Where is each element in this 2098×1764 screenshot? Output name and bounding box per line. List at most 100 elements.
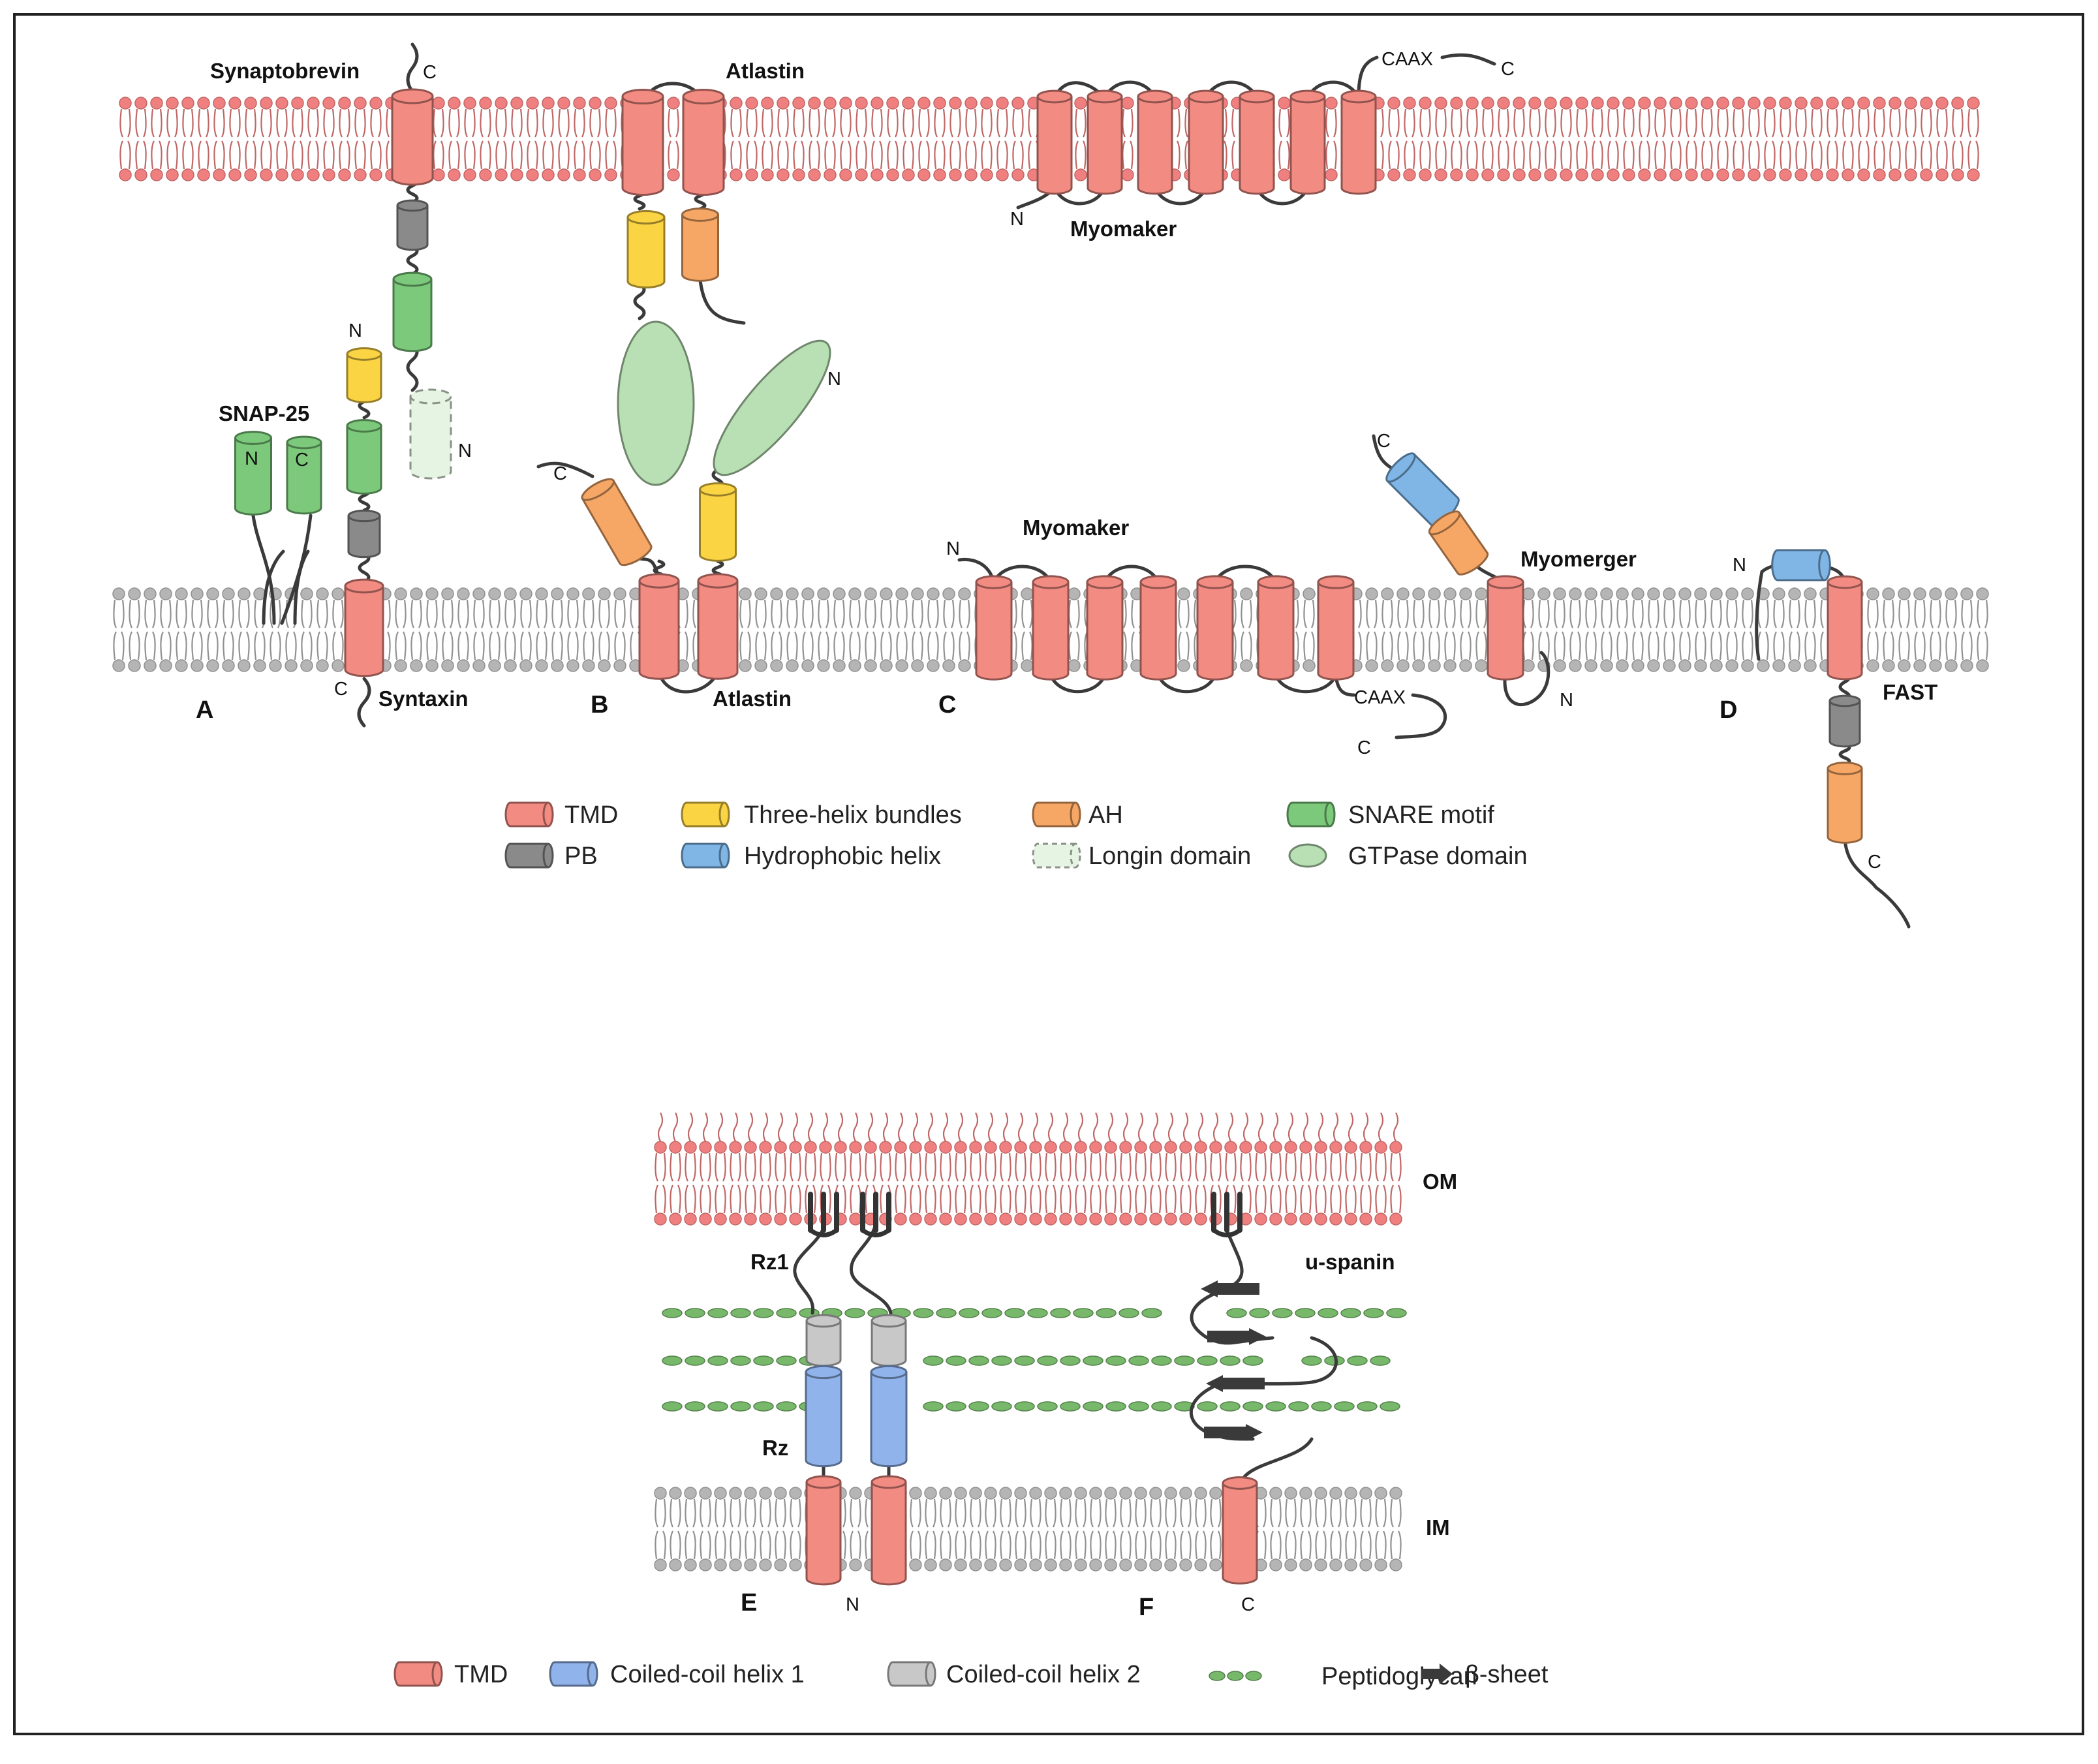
synaptobrevin-link-3 [406, 343, 419, 392]
panel-a: A [196, 696, 213, 724]
inner-membrane [654, 1487, 1402, 1571]
myomerger-n-tail [1503, 651, 1550, 706]
panel-c: C [938, 691, 956, 719]
rz-tmd-2 [871, 1475, 907, 1586]
atlastin-top-three-helix [626, 209, 666, 289]
snap25-anchors [251, 514, 313, 625]
legend-label-ah: AH [1088, 801, 1123, 829]
myomerger-tmd [1487, 575, 1524, 681]
uspanin-beta-sheet-1 [1201, 1280, 1259, 1297]
myomaker-bottom-tmd-3 [1086, 575, 1124, 681]
fast-c-tail [1843, 837, 1911, 929]
synaptobrevin-label: Synaptobrevin [210, 59, 360, 83]
fast-ah [1827, 762, 1863, 844]
atlastin-top-tmd-1 [621, 88, 664, 196]
syntaxin-snare-motif [346, 419, 382, 495]
legend-label-beta_sheet: β-sheet [1465, 1661, 1549, 1688]
myomaker-bottom-n: N [946, 538, 960, 559]
atlastin-bottom-ah [581, 478, 653, 566]
synaptobrevin-c-tail [406, 42, 419, 93]
snap25-c: C [295, 450, 309, 471]
atlastin-top-gtpase [617, 320, 695, 486]
rz-label: Rz [762, 1436, 788, 1460]
legend-symbol-snare [1286, 801, 1336, 828]
rz1-strand-2 [850, 1226, 893, 1315]
syntaxin-c: C [334, 679, 348, 700]
atlastin-bottom-ah-tail [536, 461, 594, 478]
myomerger-label: Myomerger [1520, 547, 1637, 571]
atlastin-bottom-ah-c: C [553, 463, 567, 484]
syntaxin-label: Syntaxin [378, 687, 469, 711]
legend-symbol-longin [1032, 843, 1081, 869]
myomaker-bottom-tmd-6 [1257, 575, 1295, 681]
rz-coil2-2 [871, 1314, 907, 1367]
snap25-snare-n [234, 431, 272, 516]
myomaker-top-label: Myomaker [1070, 217, 1177, 241]
syntaxin-n: N [348, 320, 362, 341]
myomaker-top-tmd-4 [1188, 89, 1224, 195]
snap25-label: SNAP-25 [219, 401, 309, 426]
synaptobrevin-c: C [423, 62, 437, 83]
protein-domains [234, 88, 1863, 1586]
legend-label-snare: SNARE motif [1348, 801, 1494, 829]
snap25-n: N [245, 448, 258, 469]
legend-symbol-gtpase [1288, 843, 1327, 868]
uspanin-c: C [1241, 1594, 1255, 1615]
fast-label: FAST [1883, 680, 1937, 704]
legend-label-coil1: Coiled-coil helix 1 [610, 1661, 805, 1688]
legend-label-coil2: Coiled-coil helix 2 [946, 1661, 1141, 1688]
atlastin-gtpase-n: N [827, 369, 841, 390]
fast-link-3 [1838, 742, 1851, 767]
syntaxin-tmd [344, 578, 384, 677]
syntaxin-link-3 [358, 551, 371, 584]
legend-label-three_helix: Three-helix bundles [744, 801, 962, 829]
myomaker-top-n: N [1010, 209, 1024, 230]
myomaker-bottom-loops [992, 565, 1338, 694]
syntaxin-c-tail [357, 677, 371, 728]
rz1-label: Rz1 [750, 1250, 789, 1274]
myomerger-ah [1428, 510, 1489, 576]
legend-symbol-tmd [504, 801, 554, 828]
legend-symbol-peptidoglycan [1245, 1671, 1262, 1681]
legend-symbol-pb [504, 843, 554, 869]
myomaker-bottom-c: C [1357, 737, 1371, 758]
uspanin-tmd [1222, 1476, 1258, 1585]
legend-symbol-hydrophobic [681, 843, 730, 869]
peptidoglycan-row [662, 1308, 1407, 1318]
myomaker-top-tmd-1 [1036, 89, 1073, 195]
myomerger-n: N [1560, 690, 1573, 711]
myomaker-bottom-tmd-4 [1139, 575, 1177, 681]
fast-n: N [1733, 555, 1746, 576]
fast-pb [1828, 694, 1861, 748]
synaptobrevin-link-2 [406, 245, 419, 276]
caax-bottom-label: CAAX [1354, 687, 1406, 708]
myomaker-top-tmd-2 [1087, 89, 1123, 195]
legend-symbol-peptidoglycan [1227, 1671, 1244, 1681]
myomaker-top-tmd-3 [1137, 89, 1173, 195]
fast-tmd [1827, 575, 1863, 681]
atlastin-bottom-tmd-2 [697, 573, 739, 680]
atlastin-bottom-label: Atlastin [713, 687, 792, 711]
caax-top-label: CAAX [1381, 49, 1433, 70]
myomaker-top-tmd-5 [1239, 89, 1275, 195]
rz-coil1-1 [805, 1365, 842, 1468]
rz-n: N [846, 1594, 859, 1615]
legend-symbol-ah [1032, 801, 1081, 828]
myomaker-bottom-tmd-2 [1032, 575, 1070, 681]
atlastin-bottom-gtpase [713, 339, 831, 476]
legend-symbol-coil1 [549, 1661, 598, 1687]
fast-c: C [1868, 852, 1881, 873]
synaptobrevin-pb [396, 199, 429, 251]
legend-label-longin: Longin domain [1088, 843, 1251, 870]
atlastin-top-tail [698, 279, 746, 325]
linker-strands [251, 42, 1911, 1496]
legend-label-tmd: TMD [564, 801, 618, 829]
rz-tmd-1 [805, 1475, 842, 1586]
myomaker-bottom-tmd-1 [975, 575, 1013, 681]
uspanin-lipid-anchor [1211, 1192, 1242, 1237]
myomaker-top-tmd-7 [1340, 89, 1377, 195]
fast-hydrophobic-helix [1771, 549, 1831, 581]
figure-border [13, 13, 2084, 1735]
syntaxin-pb [347, 509, 381, 559]
legend-symbol-coil2 [887, 1661, 936, 1687]
